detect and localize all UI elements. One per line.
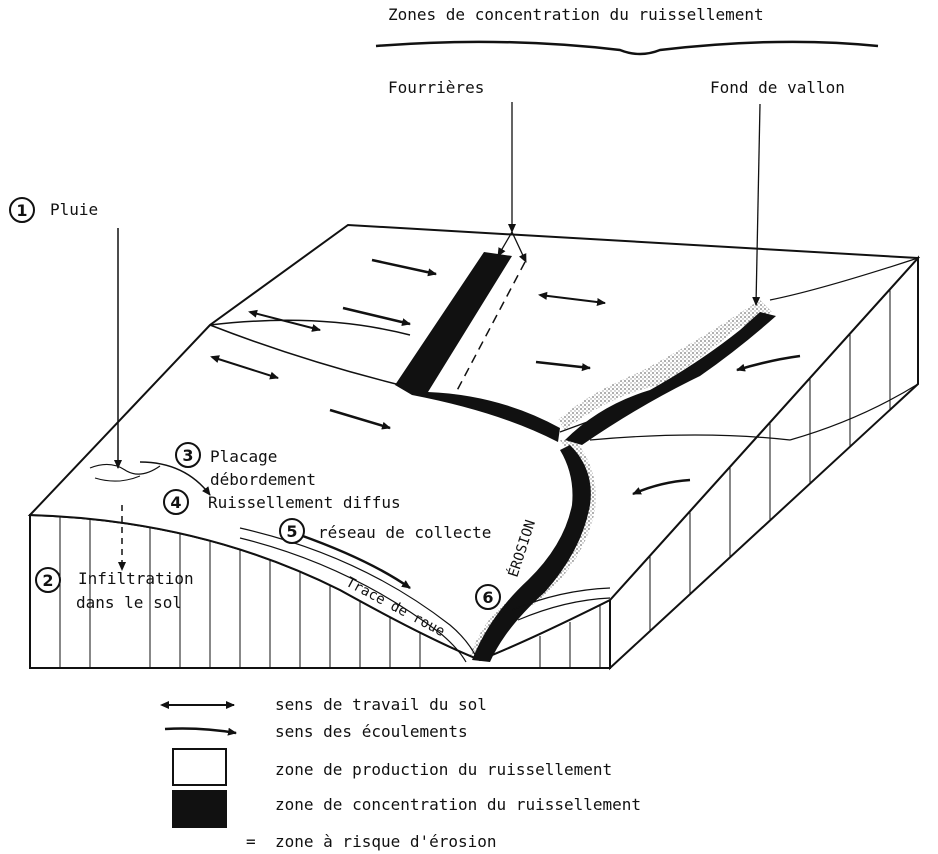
erosion-channel-band [472, 445, 591, 662]
field-boundary-2 [209, 324, 401, 386]
step-5: 5 réseau de collecte [279, 518, 491, 544]
step-badge [279, 518, 305, 544]
step-badge [35, 567, 61, 593]
flow-arrows [299, 258, 801, 590]
black-box-swatch [172, 790, 227, 828]
step-label: Pluie [50, 200, 98, 219]
fourriere-band [395, 252, 560, 442]
step-number: 2 [42, 571, 53, 590]
single-arrow-icon [632, 478, 691, 496]
label-fourrieres: Fourrières [388, 78, 484, 97]
legend-item-production: zone de production du ruissellement [275, 760, 612, 779]
step-label-line2: débordement [210, 470, 316, 489]
pointer-lines [497, 102, 761, 306]
overflow-arrow [139, 461, 211, 496]
step-label-line1: Placage [210, 447, 277, 466]
step-label-line2: dans le sol [76, 593, 182, 612]
step-3: 3 Placage débordement [175, 442, 316, 489]
double-arrow-icon [538, 291, 606, 306]
legend-item-flow: sens des écoulements [275, 722, 468, 741]
side-face-hatching [649, 289, 891, 631]
single-arrow-icon [329, 408, 391, 430]
step-2: 2 Infiltration dans le sol [35, 567, 194, 612]
step-number: 3 [182, 446, 193, 465]
single-arrow-icon [535, 360, 591, 372]
header-title: Zones de concentration du ruissellement [388, 5, 764, 24]
step-badge [163, 489, 189, 515]
legend-equals: = [246, 832, 256, 851]
step-label: Ruissellement diffus [208, 493, 401, 512]
step-label-line1: Infiltration [78, 569, 194, 588]
step-1: 1 Pluie [9, 197, 98, 223]
single-arrow-icon [736, 354, 801, 372]
step-badge [175, 442, 201, 468]
field-boundary-4 [589, 434, 791, 441]
surface-ponding-2 [94, 475, 141, 482]
white-box-swatch [172, 748, 227, 786]
valley-floor-band [565, 312, 776, 445]
header-brace [375, 40, 879, 56]
headland-dashed-line [451, 261, 526, 401]
single-arrow-icon [342, 306, 411, 327]
field-boundary-5 [769, 257, 919, 301]
double-arrow-icon [210, 355, 279, 380]
single-arrow-icon [299, 533, 411, 590]
step-badge [475, 584, 501, 610]
step-number: 5 [286, 522, 297, 541]
front-face-hatching [59, 517, 601, 668]
legend-item-erosion-risk: zone à risque d'érosion [275, 832, 497, 851]
step-number: 6 [482, 588, 493, 607]
single-arrow-icon [371, 258, 437, 277]
block-top-surface [27, 223, 921, 662]
step-6: 6 [475, 584, 501, 610]
surface-ponding [89, 463, 161, 475]
label-fond-vallon: Fond de vallon [710, 78, 845, 97]
valley-stipple [558, 300, 772, 430]
step-badge [9, 197, 35, 223]
legend: sens de travail du sol sens des écouleme… [160, 695, 641, 851]
legend-item-tillage: sens de travail du sol [275, 695, 487, 714]
single-arrow-icon [164, 727, 237, 736]
legend-item-concentration: zone de concentration du ruissellement [275, 795, 641, 814]
double-arrow-icon [248, 309, 321, 332]
step-number: 4 [170, 493, 181, 512]
field-boundary-6 [789, 383, 919, 441]
step-label: réseau de collecte [318, 523, 491, 542]
step-number: 1 [16, 201, 27, 220]
step-4: 4 Ruissellement diffus [163, 489, 401, 515]
tillage-arrows [210, 291, 606, 380]
